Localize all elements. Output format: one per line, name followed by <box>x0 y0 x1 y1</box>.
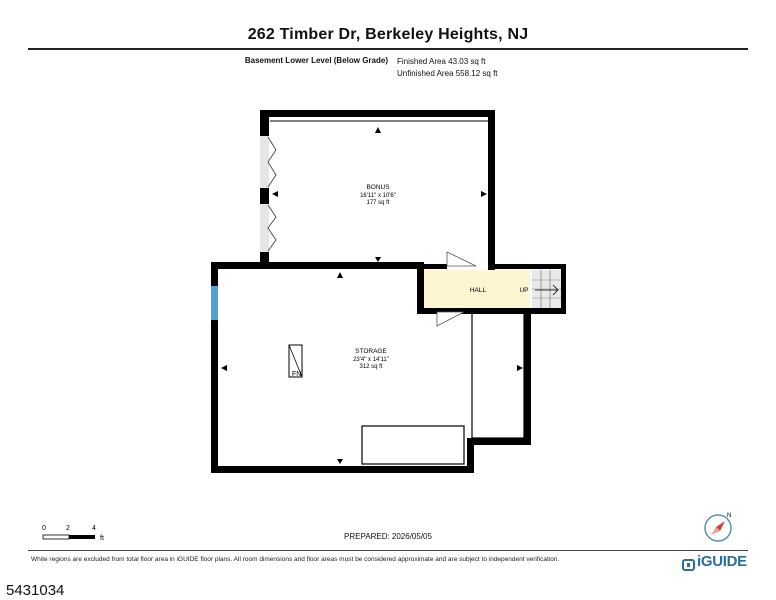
dimension-marker <box>375 257 381 262</box>
storage-bottom-wall <box>211 466 474 473</box>
furnace-diagonal <box>288 344 303 378</box>
header-divider <box>28 48 748 50</box>
bonus-left-wall-mid <box>260 188 269 204</box>
storage-top-wall <box>211 262 423 269</box>
listing-id: 5431034 <box>6 582 65 599</box>
hall-floor <box>422 270 530 308</box>
door-swing <box>446 251 477 267</box>
scale-tick-4: 4 <box>92 525 96 532</box>
bonus-room-area: 177 sq ft <box>366 200 389 206</box>
hall-label: HALL <box>470 287 487 294</box>
prepared-date: PREPARED: 2026/05/05 <box>344 532 432 541</box>
scale-tick-2: 2 <box>66 525 70 532</box>
scale-bar: 0 2 4 ft <box>42 525 104 542</box>
area-summary: Finished Area 43.03 sq ft Unfinished Are… <box>397 56 498 80</box>
storage-closet <box>471 311 525 439</box>
storage-right-wall-step <box>467 438 530 445</box>
compass-icon: N <box>704 513 732 542</box>
scale-unit: ft <box>100 535 104 542</box>
dimension-marker <box>272 191 278 197</box>
dimension-marker <box>375 127 381 133</box>
disclaimer-text: White regions are excluded from total fl… <box>31 556 560 563</box>
hall-right-wall <box>561 264 566 314</box>
property-address-title: 262 Timber Dr, Berkeley Heights, NJ <box>247 26 529 43</box>
dimension-marker <box>481 191 487 197</box>
bonus-room-name: BONUS <box>366 184 390 191</box>
bonus-left-wall-bottom <box>260 252 269 268</box>
closet-door-swing <box>267 136 277 188</box>
dimension-marker <box>337 272 343 278</box>
closet-door-swing <box>267 204 277 252</box>
scale-tick-0: 0 <box>42 525 46 532</box>
storage-room-name: STORAGE <box>355 348 387 355</box>
storage-room-dims: 23'4" x 14'11" <box>353 357 389 363</box>
bonus-top-wall <box>260 110 494 117</box>
dimension-marker <box>517 365 523 371</box>
storage-right-wall <box>524 308 531 445</box>
hall-top-wall <box>417 264 447 269</box>
closet-door-panel <box>260 136 269 188</box>
door-swing <box>436 311 465 327</box>
iguide-brand: iGUIDE <box>697 553 747 570</box>
closet-door-panel <box>260 204 269 252</box>
storage-right-wall-lower <box>467 438 474 473</box>
dimension-marker <box>337 459 343 464</box>
compass-north-label: N <box>727 513 731 519</box>
finished-area: Finished Area 43.03 sq ft <box>397 57 486 66</box>
stair-arrowhead <box>552 284 559 296</box>
bonus-room-floor <box>264 114 492 266</box>
level-name: Basement Lower Level (Below Grade) <box>244 56 388 65</box>
iguide-logo-icon <box>682 559 695 571</box>
window <box>211 286 218 320</box>
stairs-up-label: UP <box>519 287 528 294</box>
footer-divider <box>28 550 748 551</box>
storage-room-area: 312 sq ft <box>359 364 382 370</box>
storage-shelf <box>361 425 465 465</box>
scale-segment <box>69 535 95 539</box>
bonus-right-wall <box>488 110 495 270</box>
dimension-marker <box>221 365 227 371</box>
furnace-label: FN <box>292 371 301 378</box>
bonus-room-dims: 16'11" x 10'6" <box>360 193 396 199</box>
storage-left-wall <box>211 262 218 473</box>
unfinished-area: Unfinished Area 558.12 sq ft <box>397 69 498 78</box>
hall-top-wall <box>488 264 565 269</box>
hall-left-wall <box>417 262 424 312</box>
bonus-left-wall-top <box>260 110 269 136</box>
hall-bottom-wall <box>417 308 565 314</box>
